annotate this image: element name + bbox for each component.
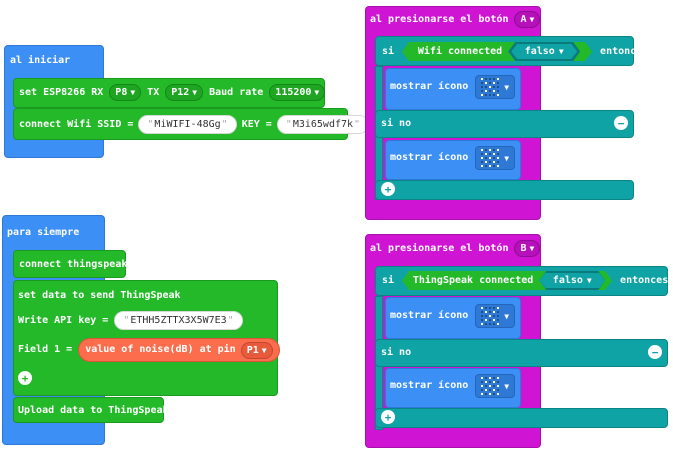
baud-label: Baud rate <box>209 86 264 98</box>
no-icon <box>481 307 500 325</box>
no-icon <box>481 78 500 96</box>
chevron-down-icon: ▼ <box>529 15 535 24</box>
connect-thingspeak-label: connect thingspeak <box>19 259 128 270</box>
ssid-input[interactable]: "MiWIFI-48Gg" <box>138 115 237 134</box>
chevron-down-icon: ▼ <box>261 345 267 355</box>
add-else-if-b-button[interactable]: + <box>381 410 395 424</box>
plus-icon: + <box>384 182 392 196</box>
then-a-label: entonces <box>600 45 649 57</box>
button-a-title: al presionarse el botón <box>370 13 509 25</box>
chessboard-icon <box>481 149 500 167</box>
chevron-down-icon: ▼ <box>558 47 564 56</box>
field1-label: Field 1 = <box>18 344 73 355</box>
else-a-row <box>375 110 634 138</box>
thingspeak-connected-condition[interactable]: ThingSpeak connected falso▼ <box>402 271 612 290</box>
icon-b1-dropdown[interactable]: ▼ <box>475 304 516 328</box>
remove-else-a-button[interactable]: − <box>614 116 628 130</box>
chevron-down-icon: ▼ <box>192 88 198 97</box>
icon-a1-dropdown[interactable]: ▼ <box>475 75 516 99</box>
esp-set-label: set ESP8266 RX <box>19 86 104 98</box>
key-label: KEY = <box>241 118 272 130</box>
chevron-down-icon: ▼ <box>130 88 136 97</box>
else-b-row <box>375 339 668 367</box>
if-b-label: si <box>382 274 395 286</box>
if-a-label: si <box>382 45 395 57</box>
then-b-label: entonces <box>620 274 669 286</box>
chevron-down-icon: ▼ <box>529 244 535 253</box>
show-icon-b2-label: mostrar ícono <box>390 380 469 391</box>
chevron-down-icon: ▼ <box>504 381 510 391</box>
noise-reporter-block[interactable]: value of noise(dB) at pin P1▼ <box>78 338 280 362</box>
chevron-down-icon: ▼ <box>586 276 592 285</box>
compare-b-outline: falso▼ <box>539 271 605 290</box>
chevron-down-icon: ▼ <box>504 311 510 321</box>
add-else-if-a-button[interactable]: + <box>381 182 395 196</box>
plus-icon: + <box>384 410 392 424</box>
button-b-dropdown[interactable]: B▼ <box>514 240 541 257</box>
key-input[interactable]: "M3i65wdf7k" <box>276 115 370 134</box>
chevron-down-icon: ▼ <box>314 88 320 97</box>
compare-b-dropdown[interactable]: falso▼ <box>539 273 605 288</box>
tx-label: TX <box>147 86 160 98</box>
add-field-button[interactable]: + <box>18 371 32 385</box>
write-key-label: Write API key = <box>18 314 109 326</box>
icon-b2-dropdown[interactable]: ▼ <box>475 374 516 398</box>
chessboard-icon <box>481 377 500 395</box>
else-b-label: si no <box>381 347 412 358</box>
show-icon-b1-label: mostrar ícono <box>390 310 469 321</box>
write-key-input[interactable]: "ETHH5ZTTX3X5W7E3" <box>114 311 243 330</box>
baud-dropdown[interactable]: 115200▼ <box>269 84 326 101</box>
icon-a2-dropdown[interactable]: ▼ <box>475 146 516 170</box>
chevron-down-icon: ▼ <box>504 153 510 163</box>
forever-title: para siempre <box>7 227 80 238</box>
chevron-down-icon: ▼ <box>504 82 510 92</box>
compare-a-outline: falso▼ <box>508 42 580 61</box>
minus-icon: − <box>651 345 659 359</box>
rx-pin-dropdown[interactable]: P8▼ <box>109 84 142 101</box>
plus-icon: + <box>21 371 29 385</box>
tx-pin-dropdown[interactable]: P12▼ <box>165 84 204 101</box>
if-b-footer <box>375 408 668 428</box>
noise-label: value of noise(dB) at pin <box>85 344 236 355</box>
else-a-label: si no <box>381 118 412 129</box>
minus-icon: − <box>617 116 625 130</box>
if-a-footer <box>375 180 634 200</box>
on-start-title: al iniciar <box>10 55 71 66</box>
wifi-connect-label: connect Wifi SSID = <box>19 118 134 130</box>
show-icon-a1-label: mostrar ícono <box>390 81 469 92</box>
button-b-title: al presionarse el botón <box>370 242 509 254</box>
compare-a-dropdown[interactable]: falso▼ <box>511 44 577 59</box>
remove-else-b-button[interactable]: − <box>648 345 662 359</box>
upload-block[interactable] <box>13 397 164 423</box>
button-a-dropdown[interactable]: A▼ <box>514 11 541 28</box>
connect-thingspeak-block[interactable] <box>13 250 126 278</box>
noise-pin-dropdown[interactable]: P1▼ <box>240 341 273 359</box>
show-icon-a2-label: mostrar ícono <box>390 152 469 163</box>
wifi-connected-condition[interactable]: Wifi connected falso▼ <box>402 42 592 61</box>
upload-label: Upload data to ThingSpeak <box>18 405 169 416</box>
set-data-label: set data to send ThingSpeak <box>18 290 181 301</box>
